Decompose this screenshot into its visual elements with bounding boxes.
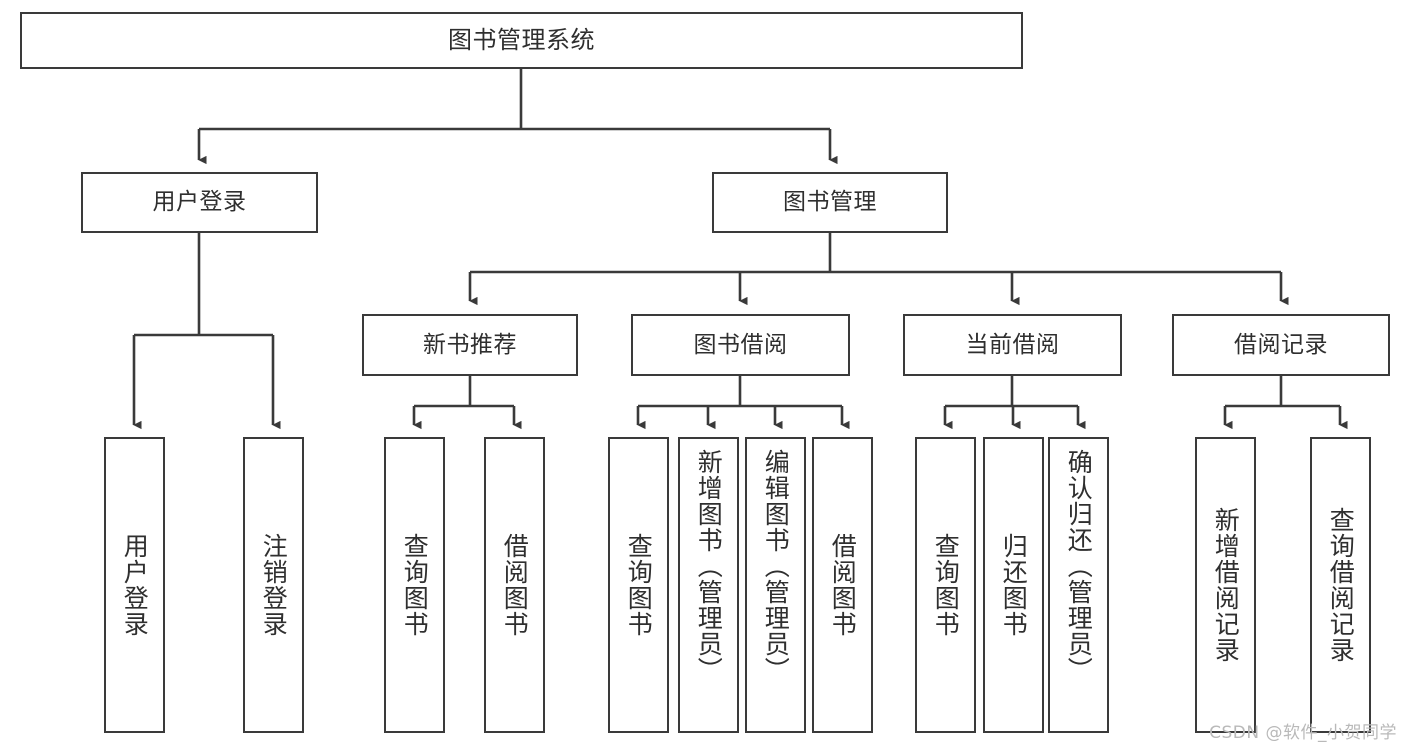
node-label: 图书管理系统 (448, 25, 595, 54)
node-label: 查询图书 (931, 533, 961, 637)
node-label: 确认归还（管理员） (1064, 449, 1094, 683)
node-book-manage[interactable]: 图书管理 (712, 172, 948, 233)
node-label: 归还图书 (999, 533, 1029, 637)
node-label: 图书管理 (783, 189, 877, 216)
node-label: 借阅图书 (828, 533, 858, 637)
leaf-query-book-current[interactable]: 查询图书 (915, 437, 976, 733)
node-label: 当前借阅 (965, 331, 1060, 358)
node-root-system[interactable]: 图书管理系统 (20, 12, 1023, 69)
node-label: 查询图书 (400, 533, 430, 637)
node-label: 新增借阅记录 (1211, 507, 1241, 663)
leaf-borrow-book-recommend[interactable]: 借阅图书 (484, 437, 545, 733)
node-new-book-recommend[interactable]: 新书推荐 (362, 314, 578, 376)
node-user-login[interactable]: 用户登录 (81, 172, 318, 233)
node-label: 借阅图书 (500, 533, 530, 637)
leaf-query-book-borrow[interactable]: 查询图书 (608, 437, 669, 733)
node-label: 新书推荐 (423, 331, 517, 358)
node-label: 查询借阅记录 (1326, 507, 1356, 663)
node-label: 用户登录 (152, 189, 247, 216)
leaf-user-login[interactable]: 用户登录 (104, 437, 165, 733)
node-label: 借阅记录 (1234, 331, 1328, 358)
leaf-confirm-return[interactable]: 确认归还（管理员） (1048, 437, 1109, 733)
node-label: 编辑图书（管理员） (761, 449, 791, 683)
node-label: 注销登录 (259, 533, 289, 637)
node-current-borrow[interactable]: 当前借阅 (903, 314, 1122, 376)
leaf-user-logout[interactable]: 注销登录 (243, 437, 304, 733)
leaf-borrow-book[interactable]: 借阅图书 (812, 437, 873, 733)
node-borrow-record[interactable]: 借阅记录 (1172, 314, 1390, 376)
node-book-borrow[interactable]: 图书借阅 (631, 314, 850, 376)
node-label: 图书借阅 (693, 331, 788, 358)
leaf-add-book[interactable]: 新增图书（管理员） (678, 437, 739, 733)
node-label: 新增图书（管理员） (694, 449, 724, 683)
csdn-watermark: CSDN @软件_小贺同学 (1209, 723, 1397, 743)
leaf-query-borrow-record[interactable]: 查询借阅记录 (1310, 437, 1371, 733)
leaf-query-book-recommend[interactable]: 查询图书 (384, 437, 445, 733)
node-label: 用户登录 (120, 533, 150, 637)
node-label: 查询图书 (624, 533, 654, 637)
leaf-return-book[interactable]: 归还图书 (983, 437, 1044, 733)
leaf-edit-book[interactable]: 编辑图书（管理员） (745, 437, 806, 733)
leaf-add-borrow-record[interactable]: 新增借阅记录 (1195, 437, 1256, 733)
